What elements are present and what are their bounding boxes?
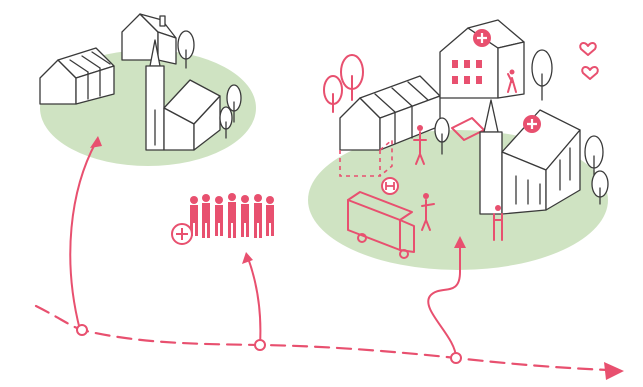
arrow-to-crowd bbox=[247, 257, 262, 346]
path-arrows bbox=[69, 136, 466, 359]
left-trees bbox=[177, 30, 242, 139]
hospital-h-icon bbox=[381, 177, 399, 195]
person-standing bbox=[413, 125, 427, 165]
right-village bbox=[323, 19, 609, 259]
arrow-to-right-village bbox=[427, 243, 461, 359]
journey-node bbox=[254, 339, 266, 351]
right-trees-bottom bbox=[434, 117, 609, 205]
heart-icon bbox=[579, 42, 597, 56]
journey-path bbox=[34, 304, 610, 372]
pink-trees bbox=[323, 54, 364, 113]
journey-node bbox=[76, 324, 88, 336]
tall-house bbox=[121, 13, 177, 65]
arrow-to-left-village bbox=[69, 141, 97, 331]
journey-line bbox=[34, 304, 624, 380]
hospital-building bbox=[439, 19, 525, 99]
church-plus-icon bbox=[523, 115, 541, 133]
crowd-plus-icon bbox=[171, 223, 193, 245]
right-tree-top bbox=[531, 49, 553, 101]
heart-icon bbox=[581, 66, 599, 80]
heart-icons bbox=[579, 42, 599, 80]
journey-node bbox=[450, 352, 462, 364]
crowd bbox=[171, 193, 274, 245]
hospital-plus-icon bbox=[473, 29, 491, 47]
row-houses bbox=[39, 47, 115, 105]
right-church bbox=[479, 99, 581, 241]
right-row-houses bbox=[339, 75, 485, 177]
left-village bbox=[39, 13, 242, 151]
left-church bbox=[145, 39, 221, 151]
arrow-icon bbox=[604, 362, 624, 380]
ambulance-van bbox=[347, 177, 435, 259]
